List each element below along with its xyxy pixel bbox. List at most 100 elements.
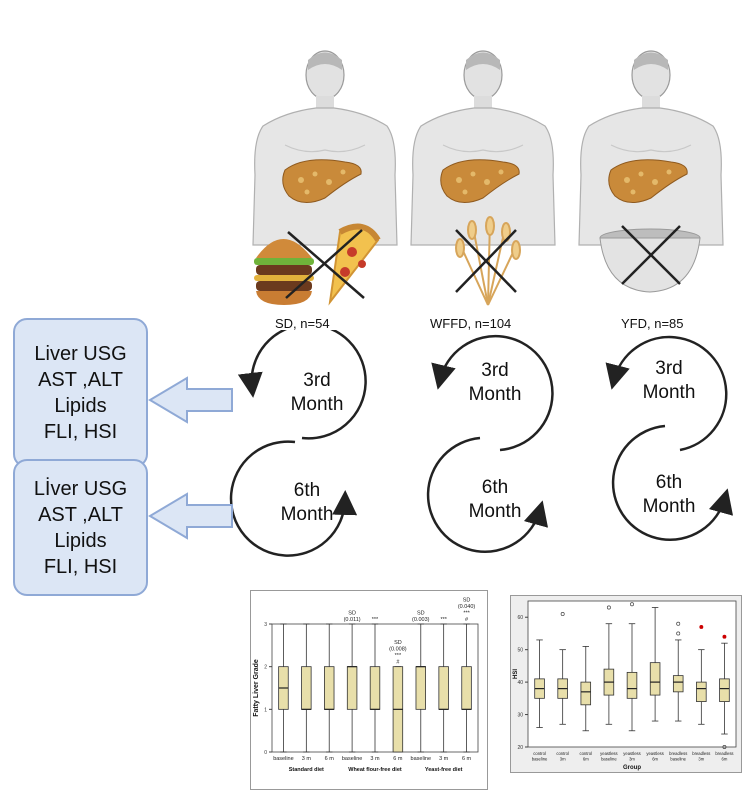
x-tick-label: baseline — [342, 756, 363, 762]
outlier-point — [560, 612, 565, 616]
burger-icon — [254, 239, 314, 305]
fatty-liver-grade-chart: 0123SD(0.011)***SD(0.008)***#SD(0.003)**… — [250, 590, 488, 790]
cross-mark-icon — [285, 229, 365, 299]
x-tick-label: 6m — [722, 757, 728, 762]
significance-label: *** — [372, 617, 379, 623]
significance-label: SD — [348, 611, 356, 617]
cycle-label-6th-month: 6th Month — [280, 480, 334, 525]
significance-label: # — [396, 660, 400, 666]
y-tick-label: 0 — [264, 750, 267, 756]
significance-label: (0.040) — [458, 604, 476, 610]
outlier-point — [676, 631, 681, 636]
x-tick-label: 3m — [698, 757, 704, 762]
x-tick-label: 3 m — [370, 756, 380, 762]
y-axis-label: HSI — [513, 669, 519, 679]
x-tick-label: 6m — [583, 757, 589, 762]
x-tick-label: control — [556, 751, 569, 756]
x-tick-label: 3m — [560, 757, 566, 762]
significance-label: SD — [463, 598, 471, 604]
box — [415, 666, 426, 710]
illustrations-layer — [252, 50, 724, 306]
y-tick-label: 1 — [264, 707, 267, 713]
left-block-arrow — [148, 492, 233, 540]
y-tick-label: 40 — [517, 680, 523, 686]
cycle-label-3rd-month: 3rd Month — [290, 370, 344, 415]
box-line: Lipids — [54, 395, 107, 417]
x-tick-label: control — [579, 751, 592, 756]
group-label-yfd: YFD, n=85 — [621, 316, 684, 331]
y-tick-label: 50 — [517, 648, 523, 654]
pizza-icon — [328, 223, 381, 306]
y-tick-label: 30 — [517, 713, 523, 719]
x-tick-label: control — [533, 751, 546, 756]
left-block-arrow — [148, 376, 233, 424]
y-axis-label: Fatty Liver Grade — [253, 659, 260, 717]
cycle-label-6th-month: 6th Month — [468, 477, 522, 522]
group-label: Standard diet — [289, 767, 324, 773]
cycle-label-3rd-month: 3rd Month — [468, 360, 522, 405]
cycle-arrow-upper — [431, 334, 554, 452]
box — [438, 666, 449, 710]
box — [461, 666, 472, 710]
x-axis-label: Group — [623, 765, 641, 771]
box-line: Lipids — [54, 529, 107, 552]
cycle-label-3rd-month: 3rd Month — [642, 358, 696, 403]
group-label-sd: SD, n=54 — [275, 316, 330, 331]
box — [719, 678, 730, 702]
box — [301, 666, 312, 710]
y-tick-label: 3 — [264, 622, 267, 628]
box — [672, 675, 684, 693]
y-tick-label: 20 — [517, 745, 523, 751]
x-tick-label: baseline — [601, 757, 617, 762]
box-line: Liver USG — [34, 343, 127, 365]
outlier-point — [722, 634, 727, 639]
x-tick-label: breadless — [692, 751, 710, 756]
x-tick-label: baseline — [670, 757, 686, 762]
x-tick-label: baseline — [411, 756, 432, 762]
box-line: FLI, HSI — [43, 421, 118, 443]
x-tick-label: yeastless — [623, 751, 640, 756]
cycle-arrow-upper — [605, 335, 728, 452]
box-line: AST ,ALT — [38, 369, 123, 391]
box — [649, 662, 661, 696]
cycle-arrow-lower — [426, 436, 549, 554]
group-label-wffd: WFFD, n=104 — [430, 316, 512, 331]
outlier-point — [606, 605, 611, 610]
outlier-point — [699, 625, 704, 629]
y-tick-label: 60 — [517, 615, 523, 621]
human-liver-icon — [252, 50, 398, 246]
measurements-box-3rd-month: Liver USG AST ,ALT Lipids FLI, HSI — [13, 318, 148, 468]
cycle-arrow-upper — [237, 330, 367, 440]
measurements-box-6th-month: Lİver USG AST ,ALT Lipids FLI, HSI — [13, 459, 148, 596]
x-tick-label: yeastless — [646, 751, 663, 756]
cross-mark-icon — [621, 225, 681, 285]
x-tick-label: yeastless — [600, 751, 617, 756]
outlier-point — [722, 745, 727, 749]
cycle-arrow-lower — [611, 424, 734, 542]
group-label: Wheat flour-free diet — [348, 767, 402, 773]
x-tick-label: 6 m — [393, 756, 403, 762]
significance-label: SD — [417, 611, 425, 617]
box — [626, 671, 638, 699]
cycle-label-6th-month: 6th Month — [642, 472, 696, 517]
significance-label: (0.003) — [412, 617, 430, 623]
box — [696, 681, 707, 702]
x-tick-label: 3 m — [439, 756, 449, 762]
box — [580, 681, 592, 706]
box-line: FLI, HSI — [43, 555, 118, 578]
outlier-point — [630, 602, 634, 607]
significance-label: *** — [463, 611, 470, 617]
human-liver-icon — [578, 50, 724, 246]
x-tick-label: 3m — [629, 757, 635, 762]
significance-label: (0.008) — [389, 647, 407, 653]
box — [324, 666, 335, 710]
significance-label: # — [465, 617, 469, 623]
y-tick-label: 2 — [264, 665, 267, 671]
x-tick-label: 6m — [652, 757, 658, 762]
cycle-arrow-lower — [229, 440, 358, 557]
x-tick-label: 6 m — [462, 756, 472, 762]
x-tick-label: baseline — [532, 757, 548, 762]
box — [369, 666, 381, 710]
significance-label: *** — [440, 617, 447, 623]
significance-label: (0.011) — [344, 617, 361, 623]
